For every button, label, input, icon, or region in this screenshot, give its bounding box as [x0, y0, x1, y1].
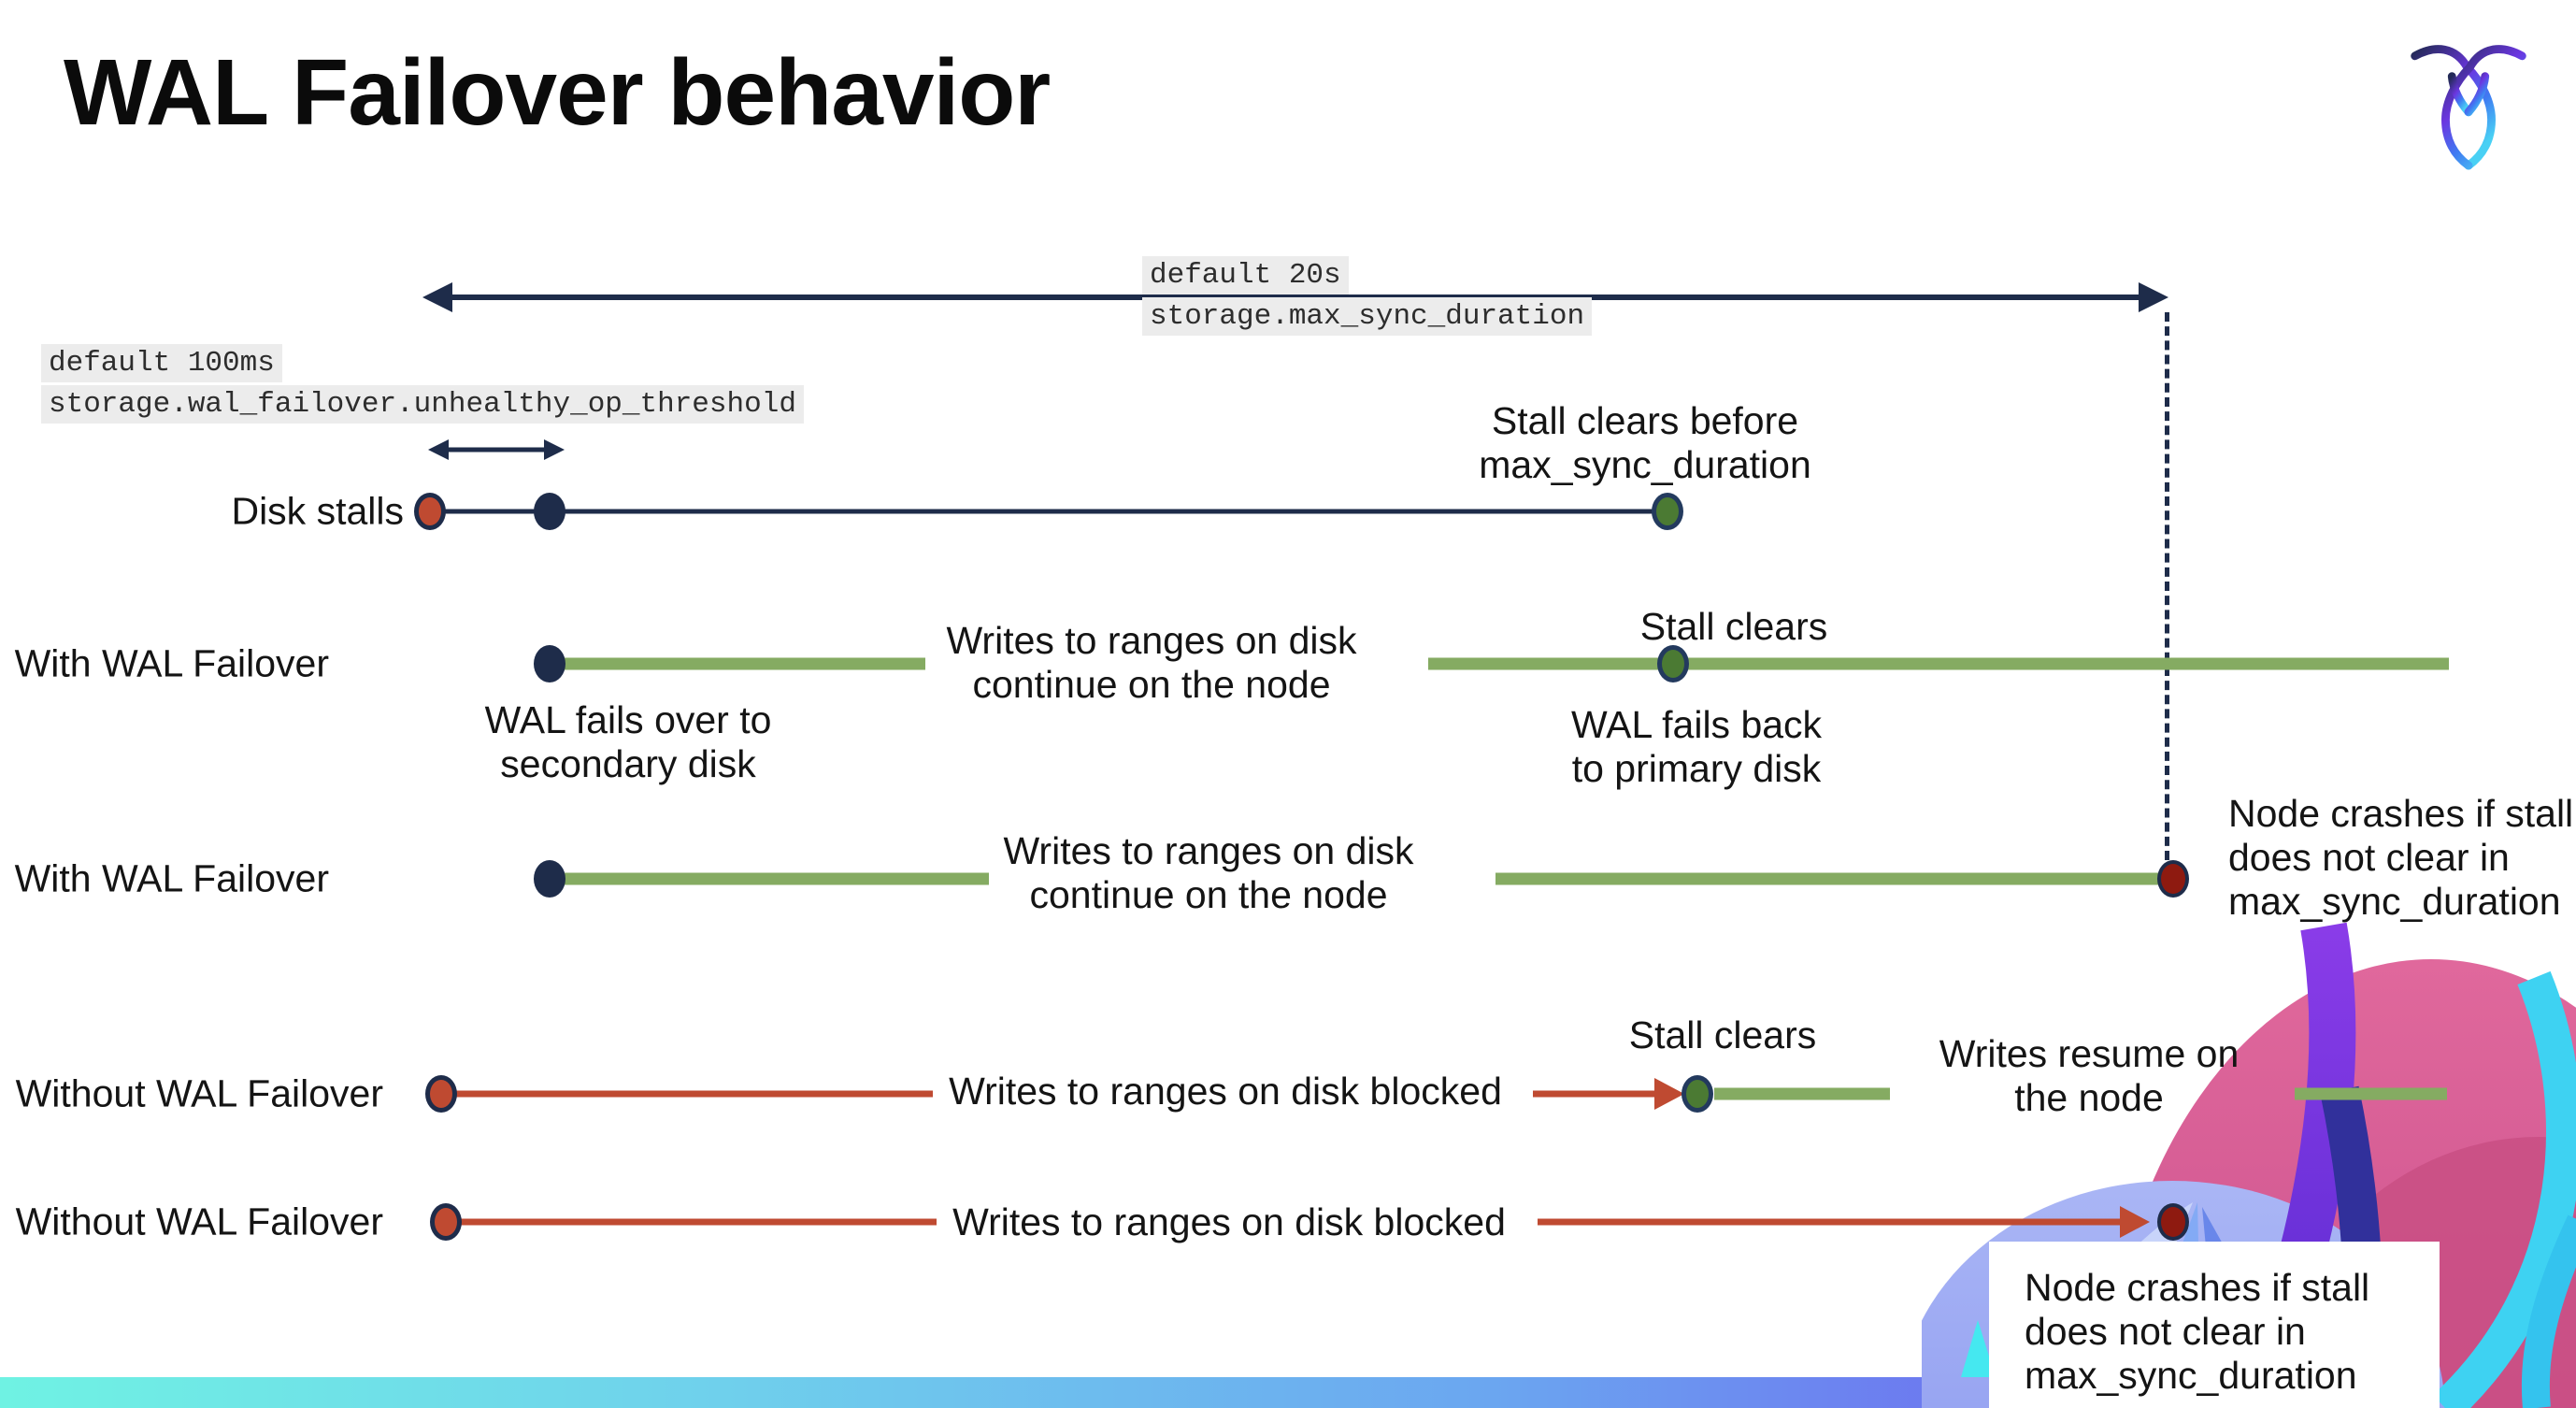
- page-title: WAL Failover behavior: [64, 40, 1051, 145]
- stall-clear-dot: [1652, 493, 1683, 530]
- threshold-dot: [534, 493, 565, 530]
- arrow-right-icon: [1654, 1078, 1684, 1110]
- row-label-without-wal-failover-2: Without WAL Failover: [15, 1200, 383, 1243]
- writes-blocked-line: [1538, 1218, 2124, 1226]
- writes-continue-line: [1496, 872, 2167, 885]
- writes-blocked-line: [441, 1090, 933, 1098]
- writes-blocked-line: [446, 1218, 937, 1226]
- writes-resume-line: [1714, 1087, 1890, 1100]
- arrow-right-icon: [544, 439, 565, 460]
- row-label-without-wal-failover-1: Without WAL Failover: [15, 1071, 383, 1115]
- setting-threshold-name: storage.wal_failover.unhealthy_op_thresh…: [41, 385, 804, 424]
- node-crashes-note-box: Node crashes if stall does not clear in …: [1989, 1242, 2440, 1408]
- annotation-wal-fails-over: WAL fails over to secondary disk: [484, 698, 772, 785]
- disk-stall-timeline: [430, 509, 1667, 514]
- annotation-writes-blocked: Writes to ranges on disk blocked: [949, 1070, 1502, 1113]
- annotation-writes-continue: Writes to ranges on disk continue on the…: [946, 619, 1357, 706]
- writes-resume-line: [2295, 1087, 2447, 1100]
- setting-threshold-default: default 100ms: [41, 344, 282, 382]
- node-crash-dot: [2157, 860, 2189, 898]
- cockroachdb-logo-icon: [2411, 45, 2526, 170]
- writes-continue-line: [1428, 657, 2449, 670]
- failover-dot: [534, 860, 565, 898]
- stall-clear-dot: [1657, 645, 1689, 682]
- arrow-left-icon: [422, 282, 452, 312]
- annotation-writes-blocked: Writes to ranges on disk blocked: [952, 1200, 1506, 1243]
- annotation-writes-resume: Writes resume on the node: [1939, 1032, 2240, 1119]
- failover-dot: [534, 645, 565, 682]
- max-sync-deadline-dashed-line: [2165, 312, 2169, 860]
- annotation-node-crashes: Node crashes if stall does not clear in …: [2228, 792, 2574, 923]
- writes-continue-line: [561, 657, 925, 670]
- annotation-node-crashes: Node crashes if stall does not clear in …: [2025, 1266, 2370, 1397]
- annotation-stall-clears: Stall clears: [1639, 605, 1828, 648]
- writes-blocked-line: [1533, 1090, 1658, 1098]
- stall-clear-dot: [1682, 1075, 1713, 1113]
- arrow-left-icon: [428, 439, 449, 460]
- annotation-writes-continue: Writes to ranges on disk continue on the…: [1003, 829, 1414, 916]
- setting-max-sync-default: default 20s: [1142, 256, 1349, 295]
- row-label-with-wal-failover-2: With WAL Failover: [14, 856, 329, 900]
- node-crash-dot: [2157, 1203, 2189, 1241]
- annotation-stall-clears: Stall clears: [1628, 1013, 1817, 1056]
- writes-continue-line: [561, 872, 989, 885]
- arrow-right-icon: [2139, 282, 2168, 312]
- annotation-wal-fails-back: WAL fails back to primary disk: [1570, 703, 1823, 790]
- annotation-stall-clears-before: Stall clears before max_sync_duration: [1479, 399, 1811, 486]
- stall-start-dot: [414, 493, 446, 530]
- setting-max-sync-name: storage.max_sync_duration: [1142, 297, 1593, 336]
- row-label-disk-stalls: Disk stalls: [231, 489, 404, 533]
- threshold-span-line: [439, 447, 553, 453]
- row-label-with-wal-failover-1: With WAL Failover: [14, 641, 329, 685]
- arrow-right-icon: [2120, 1206, 2150, 1238]
- stall-start-dot: [430, 1203, 462, 1241]
- stall-start-dot: [425, 1075, 457, 1113]
